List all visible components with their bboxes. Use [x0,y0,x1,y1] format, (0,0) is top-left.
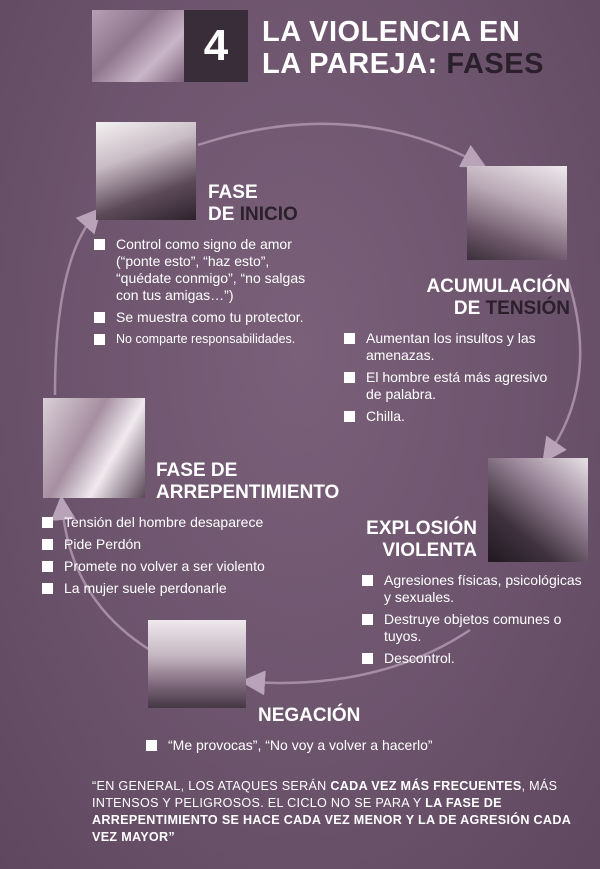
bullet-square-icon [42,583,53,594]
page-title-line2: LA PAREJA: FASES [262,48,544,80]
photo-negacion [148,620,246,708]
page-title-line1: LA VIOLENCIA EN [262,16,521,48]
list-item: “Me provocas”, “No voy a volver a hacerl… [146,737,526,754]
bullet-square-icon [344,372,355,383]
photo-explosion [488,458,588,562]
bullet-square-icon [94,312,105,323]
bullet-square-icon [94,239,105,250]
list-item: No comparte responsabilidades. [94,331,319,348]
phase-title-explosion: EXPLOSIÓN VIOLENTA [366,518,477,561]
list-item: Pide Perdón [42,536,292,553]
phase-list-arrepentimiento: Tensión del hombre desaparece Pide Perdó… [42,514,292,602]
bullet-square-icon [344,411,355,422]
list-item: Descontrol. [362,650,592,667]
bullet-square-icon [42,517,53,528]
bullet-square-icon [362,653,373,664]
phase-list-explosion: Agresiones físicas, psicológicas y sexua… [362,572,592,672]
phase-list-acumulacion: Aumentan los insultos y las amenazas. El… [344,330,564,430]
list-item: Promete no volver a ser violento [42,558,292,575]
cycle-arrow-acumulacion-explosion [542,279,582,464]
photo-fase-inicio [96,122,196,220]
cycle-arrow-explosion-negacion [240,628,471,696]
closing-quote: “EN GENERAL, LOS ATAQUES SERÁN CADA VEZ … [92,779,571,844]
cycle-arrow-arrepentimiento-inicio [53,207,102,396]
bullet-square-icon [94,334,105,345]
cycle-arrow-negacion-arrepentimiento [50,495,151,652]
phase-title-acumulacion: ACUMULACIÓN DE TENSIÓN [426,276,570,319]
bullet-square-icon [362,575,373,586]
list-item: Aumentan los insultos y las amenazas. [344,330,564,364]
photo-arrepentimiento [43,398,145,498]
photo-acumulacion [467,166,567,260]
phase-list-negacion: “Me provocas”, “No voy a volver a hacerl… [146,737,526,759]
list-item: Tensión del hombre desaparece [42,514,292,531]
list-item: El hombre está más agresivo de palabra. [344,369,564,403]
phase-title-negacion: NEGACIÓN [258,705,361,726]
bullet-square-icon [42,539,53,550]
phase-title-inicio: FASE DE INICIO [208,182,298,225]
page-title: LA VIOLENCIA EN LA PAREJA: FASES [262,16,582,80]
list-item: Destruye objetos comunes o tuyos. [362,611,592,645]
header-photo [92,10,184,82]
list-item: Control como signo de amor (“ponte esto”… [94,236,319,304]
bullet-square-icon [146,740,157,751]
phase-list-inicio: Control como signo de amor (“ponte esto”… [94,236,319,353]
list-item: La mujer suele perdonarle [42,580,292,597]
page-title-accent: FASES [446,48,544,80]
list-item: Chilla. [344,408,564,425]
bullet-square-icon [344,333,355,344]
cycle-arrow-inicio-acumulacion [197,122,487,168]
bullet-square-icon [362,614,373,625]
list-item: Se muestra como tu protector. [94,309,319,326]
section-number-box: 4 [184,10,248,82]
phase-title-arrepentimiento: FASE DE ARREPENTIMIENTO [156,460,340,503]
bullet-square-icon [42,561,53,572]
section-number: 4 [203,21,229,70]
list-item: Agresiones físicas, psicológicas y sexua… [362,572,592,606]
